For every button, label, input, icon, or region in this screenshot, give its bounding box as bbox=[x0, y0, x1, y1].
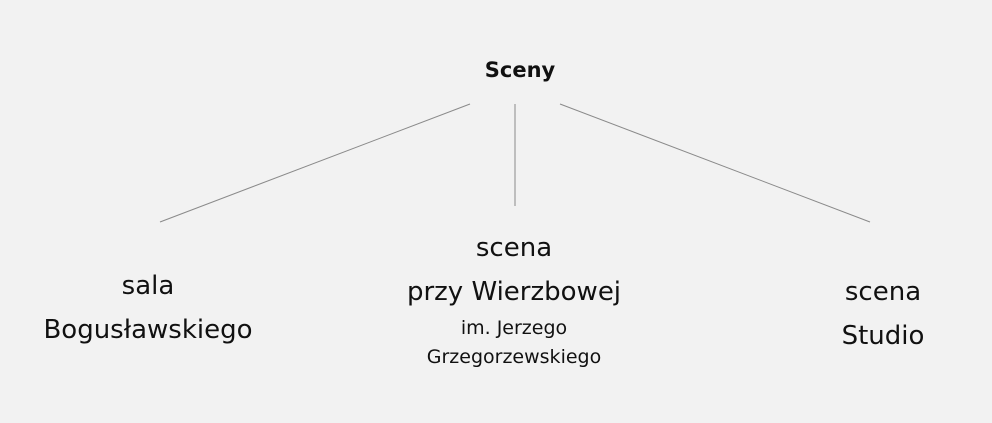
child-sublabel-line: im. Jerzego bbox=[460, 317, 568, 339]
child-label-line: przy Wierzbowej bbox=[406, 277, 622, 307]
child-label-line: Bogusławskiego bbox=[43, 315, 253, 345]
child-label-line: sala bbox=[121, 271, 175, 301]
root-label: Sceny bbox=[484, 58, 556, 82]
connector-left bbox=[159, 103, 471, 223]
child-label-line: scena bbox=[844, 277, 922, 307]
child-node-sala-boguslawskiego: sala Bogusławskiego bbox=[43, 264, 252, 352]
child-label-line: Studio bbox=[841, 321, 925, 351]
child-label-line: scena bbox=[475, 233, 553, 263]
child-node-scena-przy-wierzbowej: scena przy Wierzbowej im. Jerzego Grzego… bbox=[407, 226, 621, 372]
child-sublabel-line: Grzegorzewskiego bbox=[426, 346, 602, 368]
connector-right bbox=[559, 103, 871, 223]
root-node: Sceny bbox=[485, 58, 555, 82]
child-node-scena-studio: scena Studio bbox=[842, 270, 925, 358]
